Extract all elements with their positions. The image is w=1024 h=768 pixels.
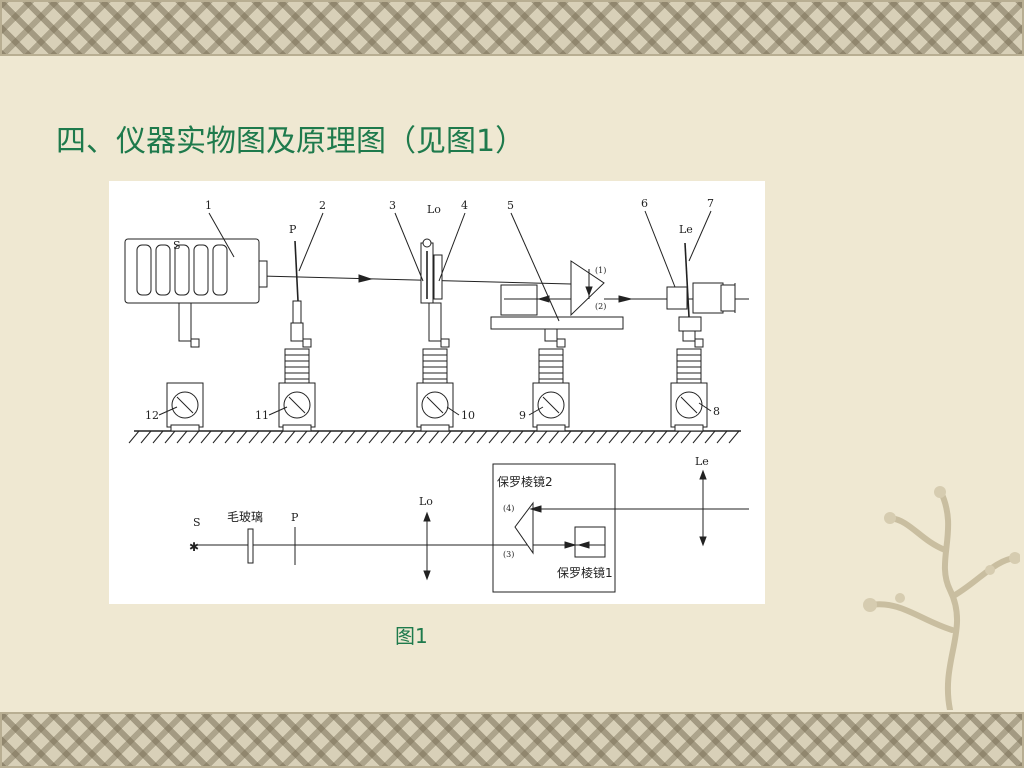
top-decorative-border: [0, 0, 1024, 56]
figure-panel: 1 2 3 4 5 6 7 S P Lo Le (1) (2) 12 11 10: [109, 181, 765, 604]
prism1-shape: [574, 526, 606, 558]
porro-prism-assembly: [490, 260, 624, 330]
stand-post: [532, 328, 570, 432]
eyepiece-le-assembly: [666, 242, 736, 332]
beam-arrow: [358, 274, 373, 283]
schematic-beam-3: (3): [503, 550, 514, 559]
beam-arrow: [618, 295, 632, 303]
prism-box: [492, 463, 616, 593]
light-source: [124, 238, 268, 304]
apparatus-diagram: 1 2 3 4 5 6 7 S P Lo Le (1) (2) 12 11 10: [124, 197, 749, 593]
bottom-decorative-border: [0, 712, 1024, 768]
label-11: 11: [255, 409, 269, 422]
stand-post: [670, 330, 708, 432]
label-le: Le: [679, 223, 693, 236]
polarizer-p: [292, 240, 302, 324]
label-s: S: [173, 239, 181, 252]
label-12: 12: [145, 409, 159, 422]
label-9: 9: [519, 409, 526, 422]
label-5: 5: [507, 199, 514, 212]
label-10: 10: [461, 409, 475, 422]
prism2-shape: [514, 501, 534, 555]
label-2: 2: [319, 199, 326, 212]
stand-post: [166, 302, 204, 432]
optical-schematic: ✱ S 毛玻璃 P Lo 保罗棱镜2 保罗棱镜1 (4) (3): [189, 455, 749, 593]
beam-axis-in: [260, 275, 572, 285]
stand-post: [416, 302, 454, 432]
schematic-label-prism1: 保罗棱镜1: [557, 565, 613, 580]
lens-lo-holder: [420, 238, 443, 304]
schematic-label-ground-glass: 毛玻璃: [227, 510, 263, 524]
figure-caption: 图1: [395, 624, 428, 648]
schematic-label-s: S: [193, 516, 201, 529]
label-lo: Lo: [427, 203, 441, 216]
beam-label-1: (1): [595, 266, 606, 275]
label-6: 6: [641, 197, 648, 210]
beam-label-2: (2): [595, 302, 606, 311]
schematic-label-prism2: 保罗棱镜2: [497, 474, 553, 489]
schematic-label-lo: Lo: [419, 495, 433, 508]
schematic-beam-4: (4): [503, 504, 514, 513]
slide-title: 四、仪器实物图及原理图（见图1）: [56, 124, 526, 159]
label-8: 8: [713, 405, 720, 418]
part-number-labels: 1 2 3 4 5 6 7 S P Lo Le (1) (2) 12 11 10: [145, 197, 720, 422]
schematic-source-star: ✱: [189, 540, 199, 554]
schematic-label-le: Le: [695, 455, 709, 468]
label-4: 4: [461, 199, 468, 212]
schematic-label-p: P: [291, 511, 299, 524]
label-1: 1: [205, 199, 212, 212]
ground-glass: [247, 528, 254, 564]
label-p: P: [289, 223, 297, 236]
label-3: 3: [389, 199, 396, 212]
tree-branch-decoration: [863, 486, 1020, 710]
ground-hatching: [128, 430, 741, 444]
label-7: 7: [707, 197, 714, 210]
stand-post: [278, 322, 316, 432]
